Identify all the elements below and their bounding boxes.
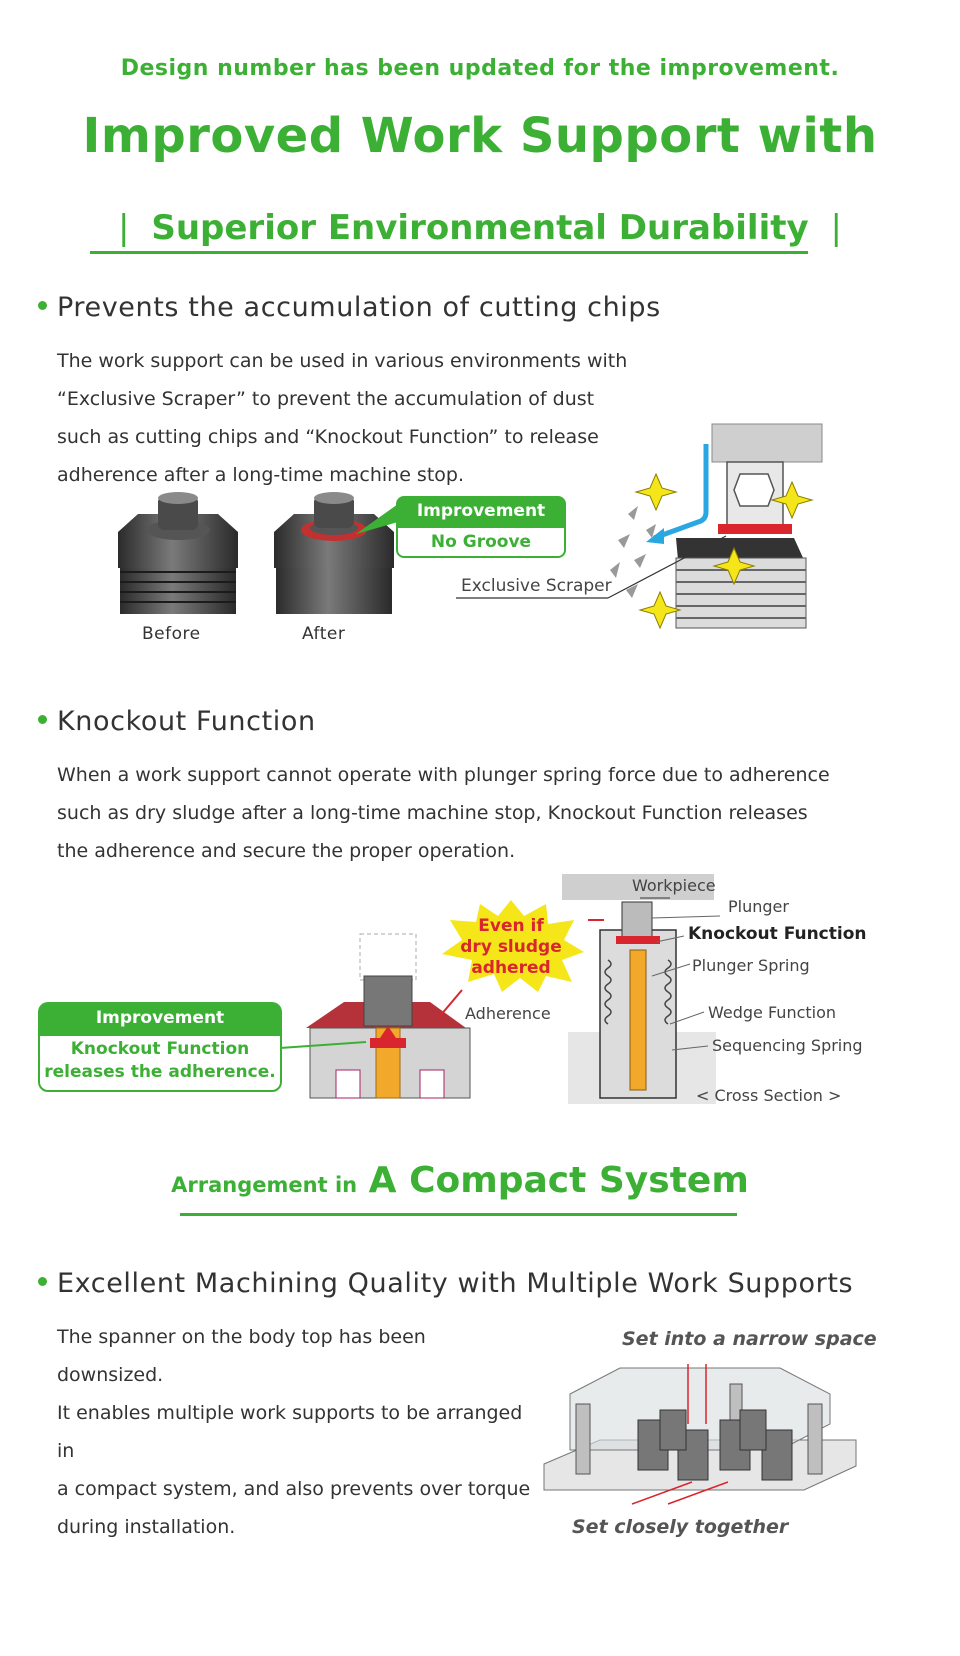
burst-line: Even if — [478, 916, 544, 936]
paragraph-line: The work support can be used in various … — [57, 350, 628, 372]
narrow-space-label: Set into a narrow space — [622, 1328, 877, 1350]
compact-underline — [180, 1213, 737, 1216]
no-groove-label: No Groove — [396, 526, 566, 558]
paragraph-line: The spanner on the body top has been dow… — [57, 1326, 426, 1386]
plunger-label: Plunger — [728, 897, 789, 916]
section-heading-machining: Excellent Machining Quality with Multipl… — [38, 1268, 853, 1299]
burst-line: dry sludge — [460, 937, 562, 957]
section-heading-chips: Prevents the accumulation of cutting chi… — [38, 292, 661, 323]
title-durability: Superior Environmental Durability — [151, 208, 809, 248]
section-heading-text: Knockout Function — [57, 706, 316, 737]
improvement-badge-knockout: Improvement — [38, 1002, 282, 1034]
section-heading-knockout: Knockout Function — [38, 706, 316, 737]
paragraph-line: such as dry sludge after a long-time mac… — [57, 802, 808, 824]
wedge-function-label: Wedge Function — [708, 1003, 837, 1022]
title-underline — [90, 251, 808, 254]
compact-heading: Arrangement in A Compact System — [0, 1160, 920, 1201]
paragraph-line: When a work support cannot operate with … — [57, 764, 830, 786]
closely-together-label: Set closely together — [572, 1516, 789, 1538]
before-photo — [118, 492, 238, 614]
improvement-badge: Improvement — [396, 496, 566, 526]
section2-paragraph: When a work support cannot operate with … — [57, 756, 917, 870]
burst-badge — [442, 900, 584, 992]
scraper-illustration — [456, 423, 823, 630]
callout-pointer — [356, 504, 398, 534]
paragraph-line: “Exclusive Scraper” to prevent the accum… — [57, 388, 595, 410]
burst-line: adhered — [471, 958, 551, 978]
paragraph-line: the adherence and secure the proper oper… — [57, 840, 516, 862]
compact-system-illustration — [543, 1364, 857, 1505]
cross-section-caption: < Cross Section > — [696, 1086, 842, 1105]
main-title-line2: | Superior Environmental Durability | — [0, 208, 960, 248]
main-title: Improved Work Support with — [82, 108, 878, 164]
bullet-dot — [38, 1277, 47, 1286]
compact-heading-small: Arrangement in — [171, 1173, 358, 1197]
bullet-dot — [38, 715, 47, 724]
caption-after: After — [302, 624, 346, 644]
knockout-cutaway — [280, 933, 471, 1099]
burst-text: Even if dry sludge adhered — [456, 916, 566, 979]
title-bar-right: | — [830, 208, 842, 248]
paragraph-line: It enables multiple work supports to be … — [57, 1402, 523, 1462]
bullet-dot — [38, 301, 47, 310]
compact-heading-big: A Compact System — [368, 1160, 749, 1201]
section-heading-text: Excellent Machining Quality with Multipl… — [57, 1268, 854, 1299]
plunger-spring-label: Plunger Spring — [692, 956, 810, 975]
workpiece-label: Workpiece — [632, 876, 716, 895]
paragraph-line: such as cutting chips and “Knockout Func… — [57, 426, 599, 448]
after-photo — [274, 492, 394, 614]
section3-paragraph: The spanner on the body top has been dow… — [57, 1318, 537, 1546]
before-after-photos — [118, 492, 394, 614]
title-bar-left: | — [118, 208, 130, 248]
knockout-improvement-text: Knockout Function releases the adherence… — [38, 1034, 282, 1092]
paragraph-line: adherence after a long-time machine stop… — [57, 464, 464, 486]
section-heading-text: Prevents the accumulation of cutting chi… — [57, 292, 661, 323]
update-notice: Design number has been updated for the i… — [120, 56, 840, 81]
cross-section-diagram — [562, 874, 721, 1104]
improvement-line: Knockout Function — [70, 1039, 250, 1059]
knockout-function-label: Knockout Function — [688, 924, 867, 944]
paragraph-line: a compact system, and also prevents over… — [57, 1478, 531, 1500]
paragraph-line: during installation. — [57, 1516, 236, 1538]
improvement-line: releases the adherence. — [44, 1062, 276, 1082]
sequencing-spring-label: Sequencing Spring — [712, 1036, 863, 1055]
exclusive-scraper-label: Exclusive Scraper — [461, 576, 612, 596]
caption-before: Before — [142, 624, 201, 644]
adherence-label: Adherence — [465, 1004, 551, 1023]
section1-paragraph: The work support can be used in various … — [57, 342, 637, 494]
